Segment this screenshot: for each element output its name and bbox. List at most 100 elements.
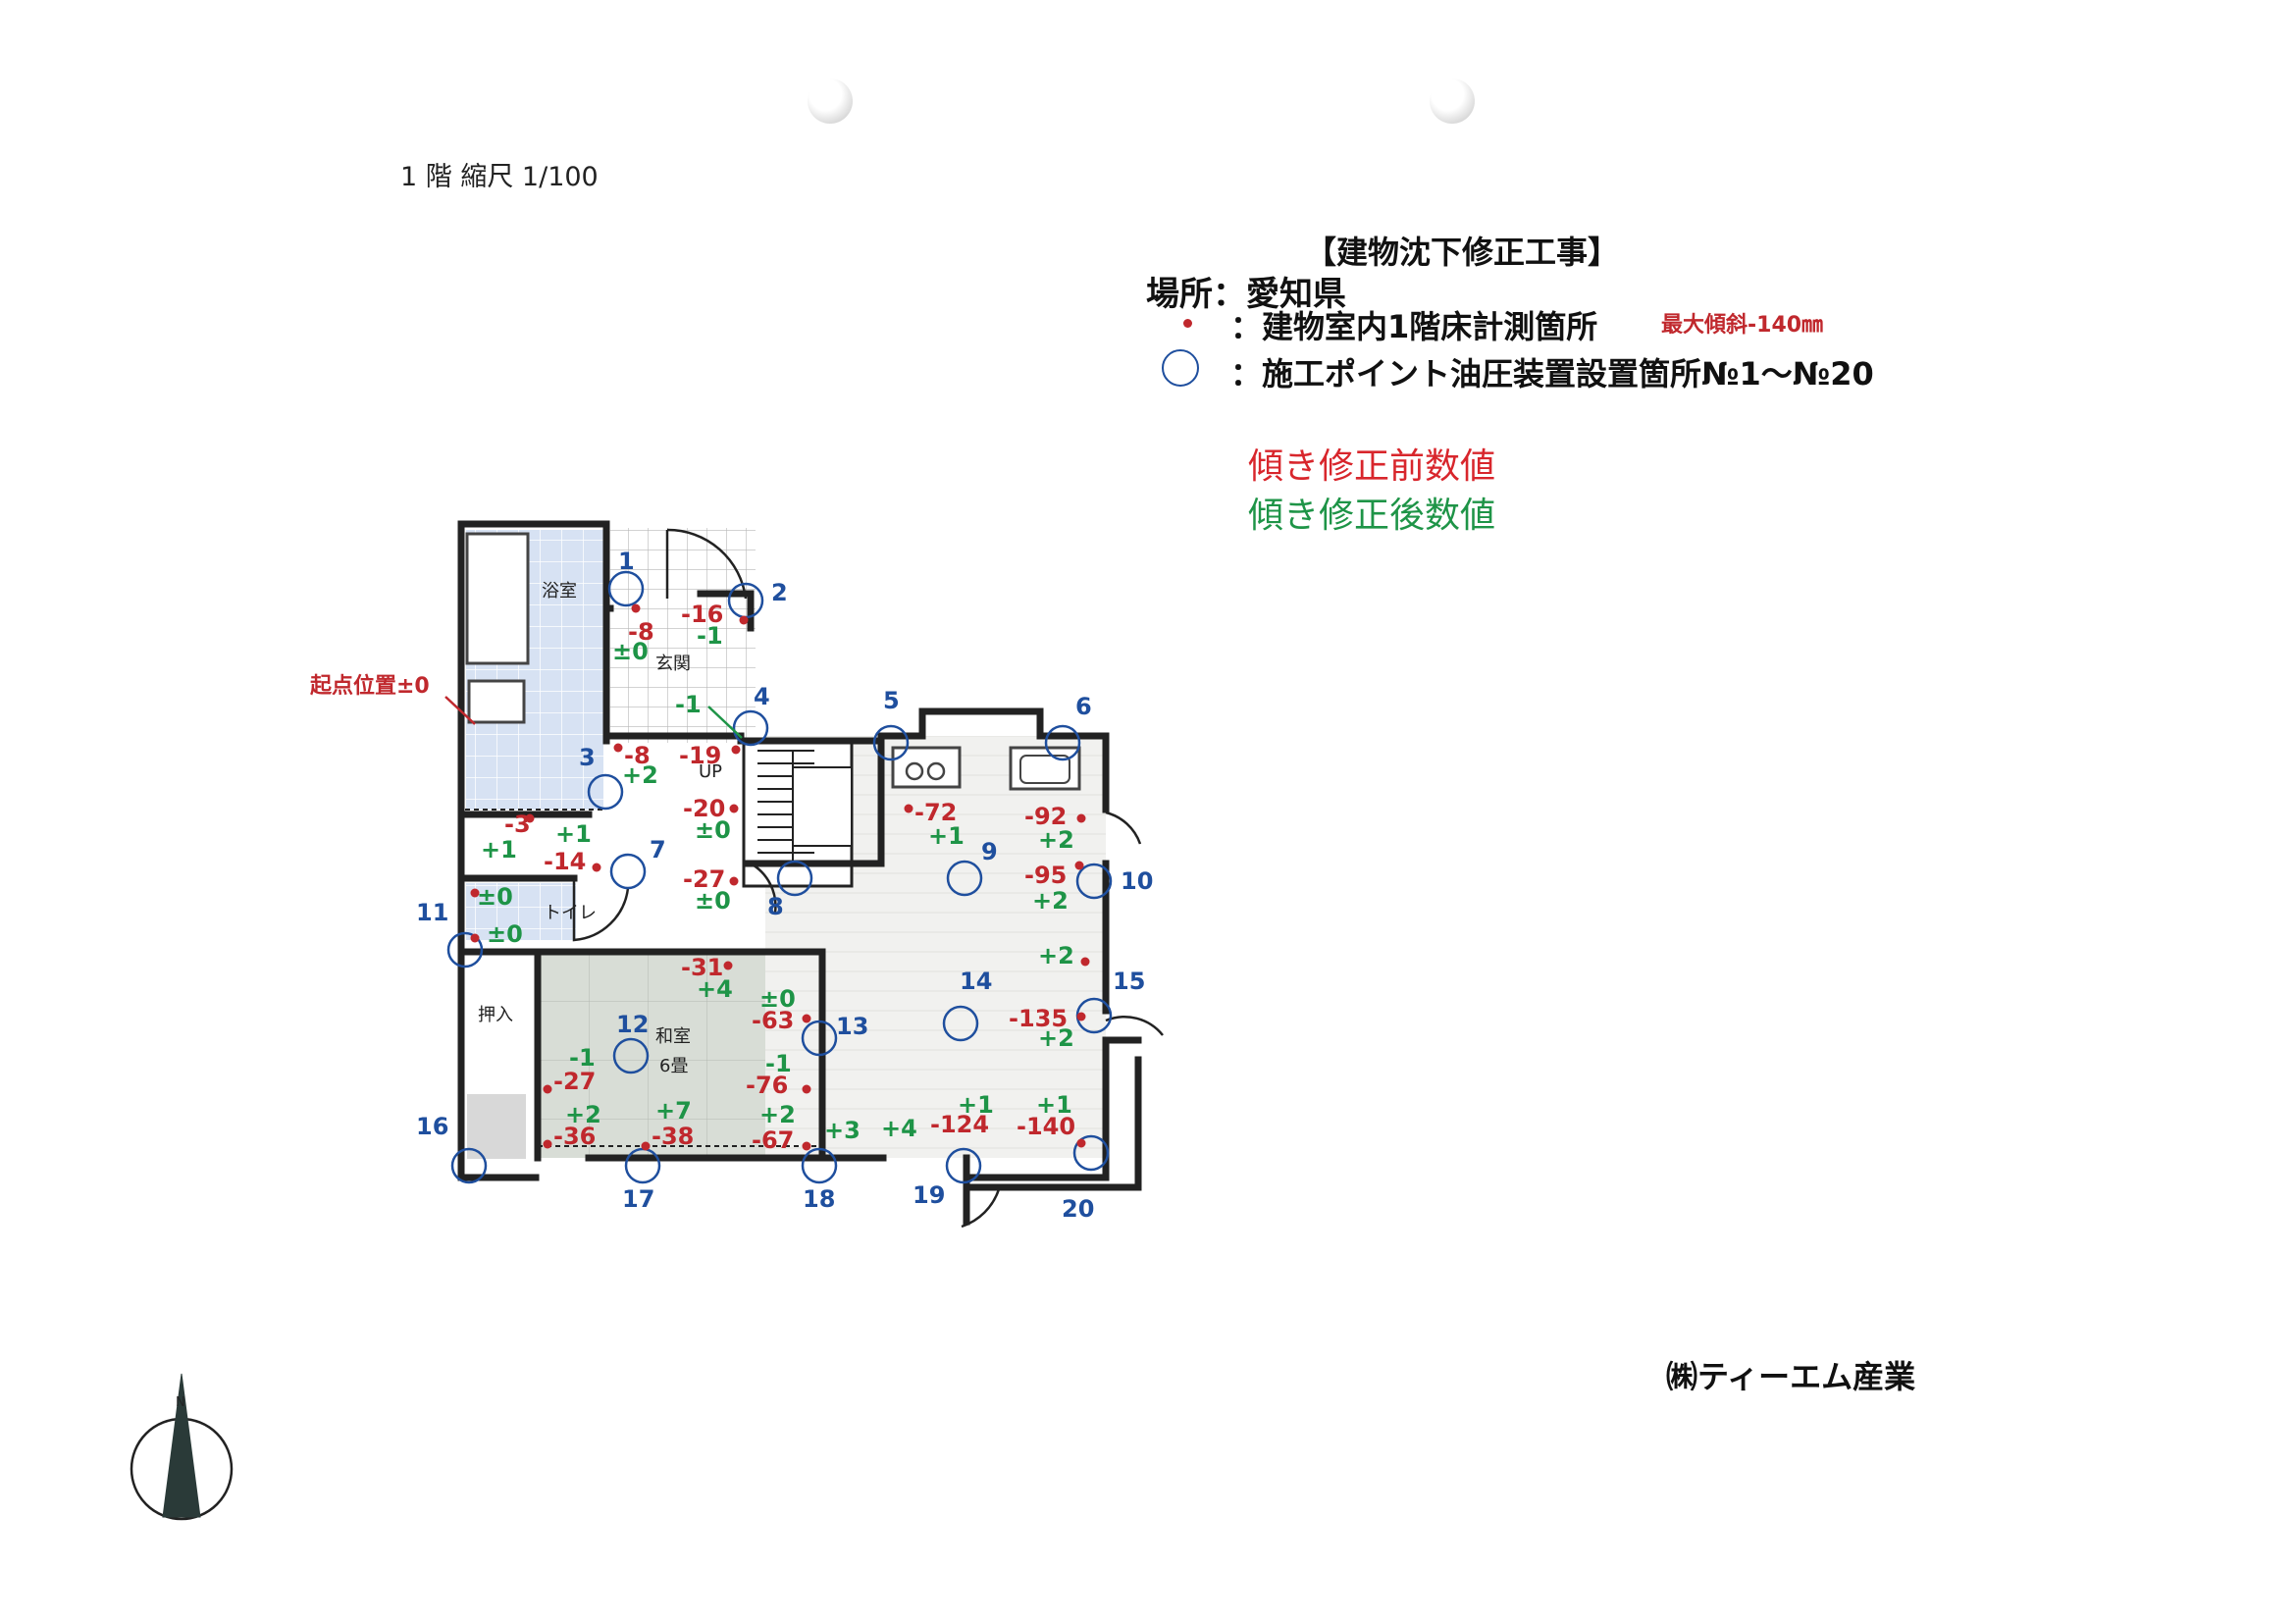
before-value: -20 (683, 795, 725, 822)
after-value: +2 (1032, 887, 1069, 915)
legend-point-text: ：施工ポイント油圧装置設置箇所№1～№20 (1230, 355, 1874, 393)
before-value: -38 (652, 1123, 694, 1150)
before-value: -19 (679, 742, 721, 769)
before-value: -27 (553, 1068, 596, 1095)
before-value: -72 (914, 799, 957, 826)
before-value: -140 (1017, 1113, 1075, 1140)
point-number: 3 (579, 744, 596, 771)
before-value: -16 (681, 601, 723, 628)
legend-before-label: 傾き修正前数値 (1248, 446, 1496, 487)
point-circle (587, 773, 624, 811)
after-value: +1 (928, 822, 965, 850)
point-number: 16 (416, 1113, 448, 1140)
leader-line (707, 706, 743, 739)
after-value: -1 (569, 1044, 596, 1072)
washbasin (467, 679, 526, 724)
point-number: 20 (1062, 1195, 1094, 1223)
after-value: +1 (555, 820, 592, 848)
after-value: +4 (881, 1115, 917, 1142)
point-circle (945, 1147, 982, 1184)
before-value: -8 (624, 742, 651, 769)
point-number: 10 (1121, 867, 1153, 895)
before-value: -3 (504, 811, 531, 838)
before-value: -76 (746, 1072, 788, 1099)
after-value: ±0 (695, 816, 731, 844)
stove-burner (905, 761, 924, 781)
after-value: ±0 (759, 985, 796, 1013)
point-number: 14 (960, 968, 992, 995)
point-number: 15 (1113, 968, 1145, 995)
legend-point-circle-icon (1162, 349, 1199, 387)
origin-leader-line (444, 696, 476, 725)
point-number: 18 (803, 1185, 835, 1213)
room-label-toilet: トイレ (544, 903, 597, 923)
company-name: ㈱ティーエム産業 (1666, 1358, 1916, 1395)
after-value: ±0 (612, 638, 649, 665)
measure-dots (470, 603, 1090, 1151)
point-number: 1 (618, 548, 635, 575)
after-value: +2 (565, 1101, 601, 1128)
sink-basin (1019, 755, 1070, 784)
before-value: -92 (1024, 803, 1067, 830)
legend-measure-dot-icon (1183, 319, 1192, 328)
origin-label: 起点位置±0 (309, 673, 430, 699)
point-number: 9 (981, 838, 998, 865)
point-number: 17 (622, 1185, 654, 1213)
after-value: -1 (675, 691, 702, 718)
point-circle (942, 1005, 979, 1042)
room-label-washitsu: 和室 (655, 1026, 691, 1047)
after-value: +2 (1038, 826, 1074, 854)
point-circle (1075, 863, 1113, 900)
compass-n-label: N (176, 1395, 185, 1410)
after-value: ±0 (487, 920, 523, 948)
door-swings (572, 528, 1164, 1229)
point-circle (607, 570, 645, 607)
point-circle (801, 1147, 838, 1184)
point-number: 5 (883, 687, 900, 714)
after-value: +4 (697, 975, 733, 1003)
north-compass-icon: N (130, 1373, 234, 1521)
point-number: 2 (771, 579, 788, 606)
before-value: -36 (553, 1123, 596, 1150)
point-circle (1072, 1134, 1110, 1172)
legend-after-label: 傾き修正後数値 (1248, 496, 1496, 536)
point-number: 7 (650, 836, 666, 864)
before-value: -14 (544, 848, 586, 875)
point-circle (612, 1037, 650, 1074)
point-circle (609, 853, 647, 890)
before-value: -8 (628, 618, 654, 646)
after-value: -1 (697, 622, 723, 650)
after-value: +2 (622, 761, 658, 789)
point-circle (801, 1020, 838, 1057)
point-number: 4 (754, 683, 770, 710)
point-circle (872, 724, 910, 761)
point-circle (776, 860, 813, 897)
point-number: 12 (616, 1011, 649, 1038)
legend-location: 場所：愛知県 (1146, 275, 1346, 314)
point-number: 19 (913, 1181, 945, 1209)
point-number: 11 (416, 899, 448, 926)
room-label-6jo: 6畳 (659, 1056, 688, 1076)
point-circle (1044, 724, 1081, 761)
scale-label: 1 階 縮尺 1/100 (400, 162, 599, 192)
after-value: +2 (1038, 1024, 1074, 1052)
before-value: -124 (930, 1111, 989, 1138)
bathtub (465, 532, 530, 665)
thresholds (465, 809, 820, 1147)
legend-title: 【建物沈下修正工事】 (1305, 234, 1620, 271)
after-value: +1 (1036, 1091, 1072, 1119)
point-circle (450, 1147, 488, 1184)
after-value: +2 (759, 1101, 796, 1128)
after-value: ±0 (695, 887, 731, 915)
before-value: -135 (1009, 1005, 1068, 1032)
point-number: 6 (1075, 693, 1092, 720)
room-label-entrance: 玄関 (655, 654, 691, 674)
after-value: +2 (1038, 942, 1074, 969)
point-circle (946, 860, 983, 897)
stove-burner (926, 761, 946, 781)
point-number: 8 (767, 893, 784, 920)
after-value: ±0 (477, 883, 513, 911)
point-circle (732, 709, 769, 747)
legend-measure-text: ：建物室内1階床計測箇所 (1230, 308, 1598, 345)
